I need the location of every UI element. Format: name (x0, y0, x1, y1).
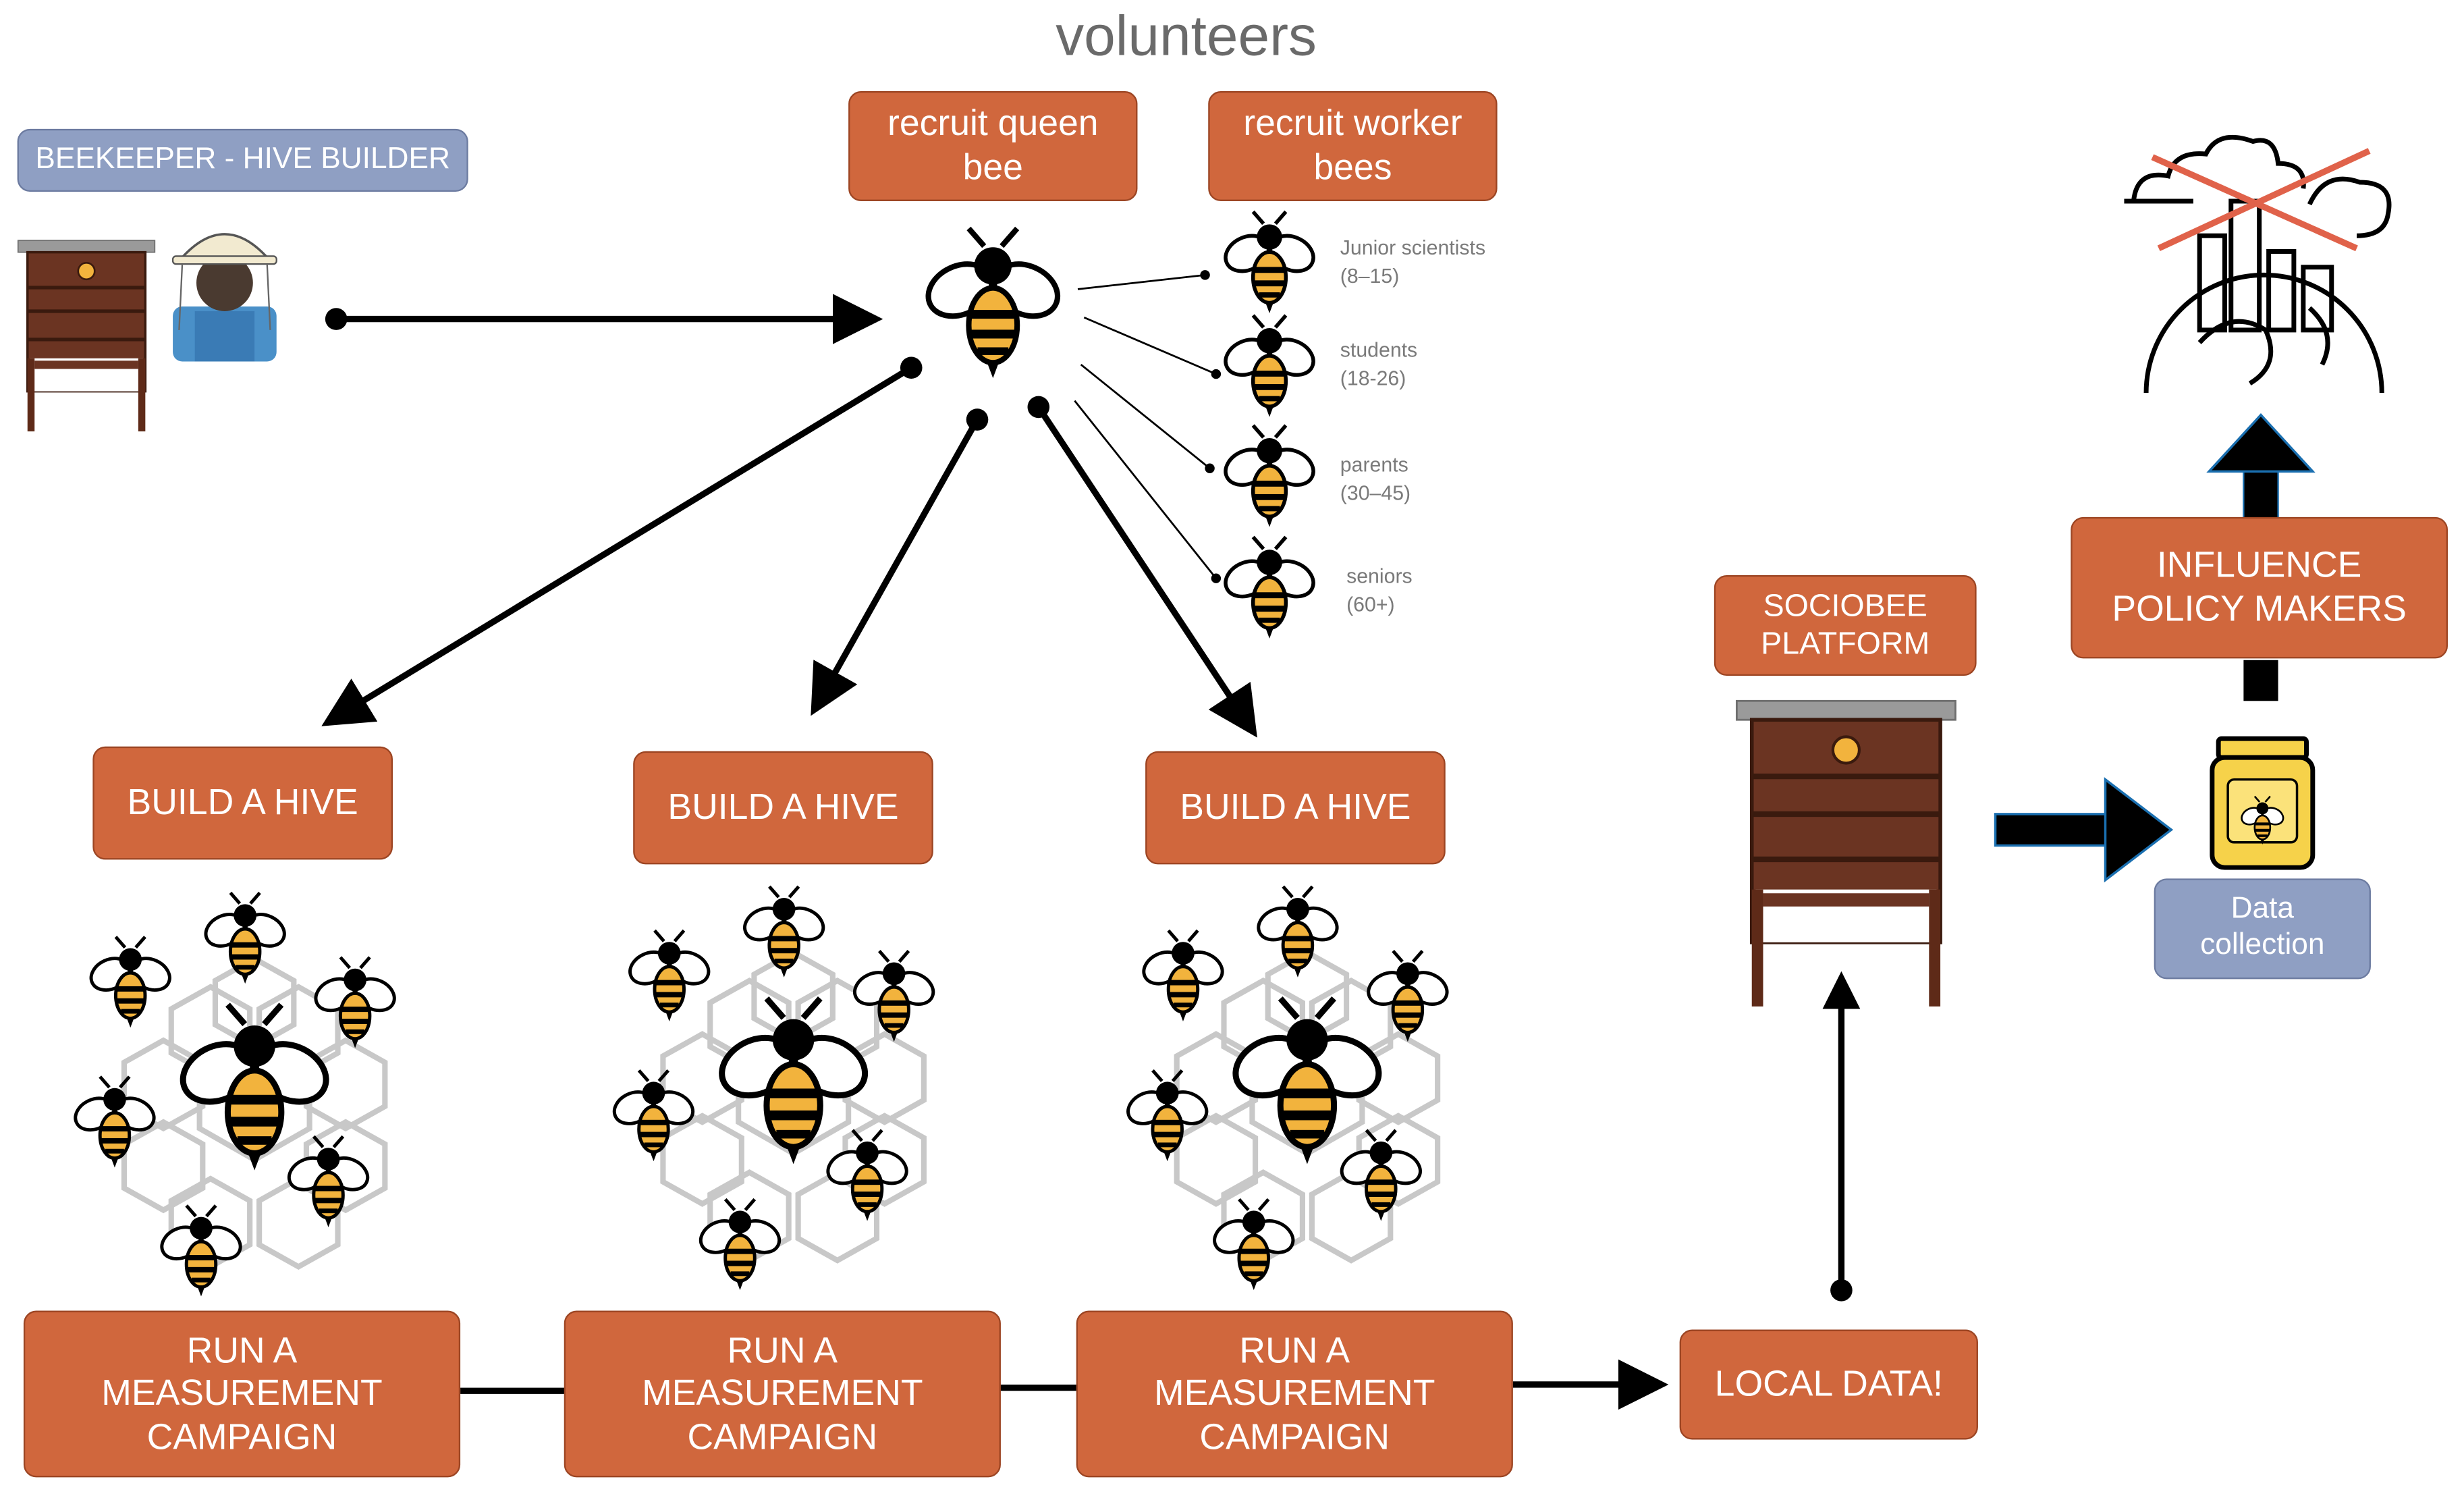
volunteer-bee-icon-junior (1220, 212, 1319, 313)
volunteer-group-junior: Junior scientists(8–15) (1340, 236, 1486, 288)
local-data-box: LOCAL DATA! (1679, 1329, 1978, 1440)
volunteer-bee-icon-students (1220, 315, 1319, 417)
queen-bee-icon (920, 228, 1066, 378)
build-hive-box-1: BUILD A HIVE (92, 746, 393, 860)
volunteer-bee-icon-seniors (1220, 537, 1319, 638)
volunteer-group-parents: parents(30–45) (1340, 452, 1411, 505)
beekeeper-hive-icon (18, 240, 155, 431)
sociobee-platform-hive-icon (1736, 701, 1955, 1007)
arrow-queen-to-hive-2 (811, 418, 981, 716)
hive-cluster-2 (609, 886, 939, 1290)
volunteer-links (1074, 270, 1222, 583)
recruit-queen-bee-box: recruit queen bee (848, 91, 1138, 201)
volunteer-group-students: students(18-26) (1340, 338, 1418, 390)
diagram-title: volunteers (1056, 3, 1317, 68)
arrow-platform-to-data-collection (1994, 777, 2174, 883)
arrow-queen-to-hive-3 (1035, 405, 1257, 738)
polluted-earth-icon (2124, 134, 2392, 394)
arrow-queen-to-hive-1 (321, 365, 913, 726)
build-hive-box-3: BUILD A HIVE (1145, 751, 1446, 865)
beekeeper-label: BEEKEEPER - HIVE BUILDER (17, 128, 468, 192)
beekeeper-figure-icon (171, 233, 277, 362)
honey-jar-icon (2210, 736, 2316, 870)
hive-cluster-3 (1123, 886, 1452, 1290)
recruit-worker-bees-box: recruit worker bees (1208, 91, 1498, 201)
volunteer-group-seniors: seniors(60+) (1346, 564, 1413, 617)
build-hive-box-2: BUILD A HIVE (633, 751, 933, 865)
volunteer-bee-icon-parents (1220, 425, 1319, 527)
hive-cluster-1 (70, 893, 400, 1297)
arrow-data-to-influence (2206, 413, 2316, 701)
